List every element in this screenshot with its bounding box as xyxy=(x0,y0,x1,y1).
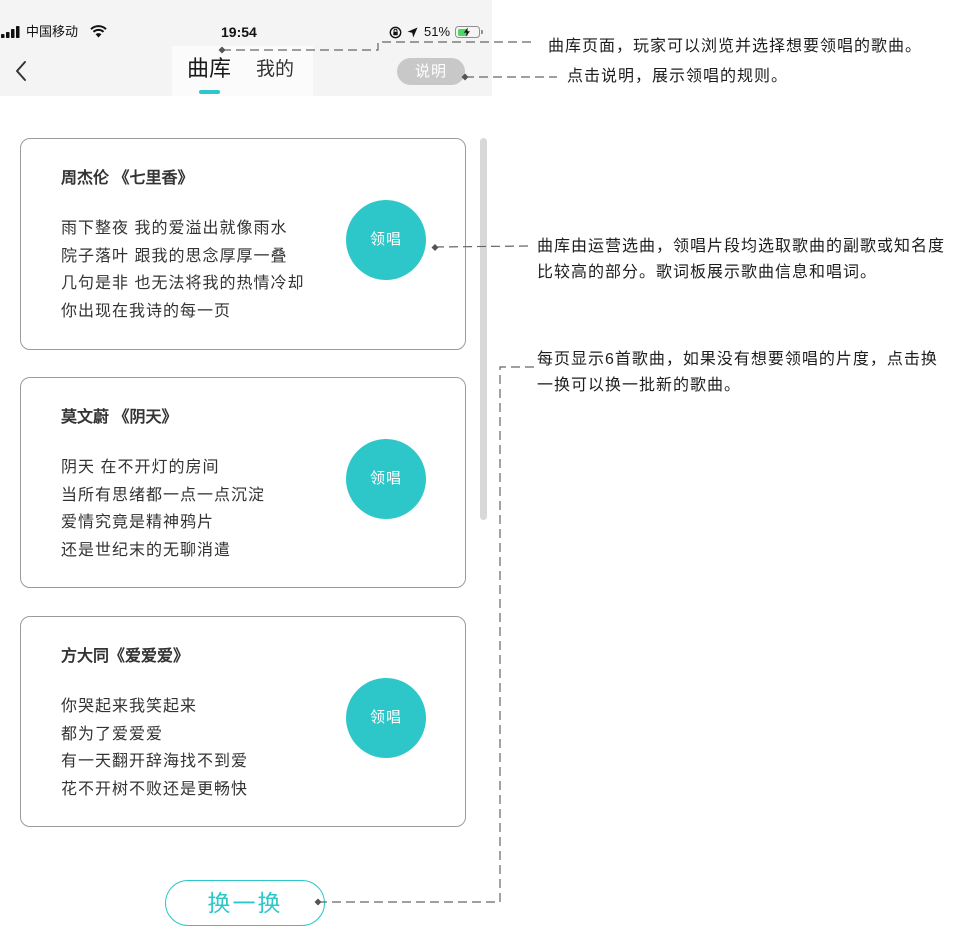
chevron-left-icon xyxy=(16,61,26,81)
song-lyrics: 雨下整夜 我的爱溢出就像雨水 院子落叶 跟我的思念厚厚一叠 几句是非 也无法将我… xyxy=(61,215,304,325)
song-card: 周杰伦 《七里香》 雨下整夜 我的爱溢出就像雨水 院子落叶 跟我的思念厚厚一叠 … xyxy=(20,138,466,350)
lyric-line: 院子落叶 跟我的思念厚厚一叠 xyxy=(61,247,288,265)
carrier-name: 中国移动 xyxy=(26,24,79,39)
active-tab-indicator xyxy=(199,90,220,94)
lead-sing-label: 领唱 xyxy=(369,231,402,248)
location-arrow-icon xyxy=(407,27,418,38)
tab-label: 曲库 xyxy=(186,56,231,81)
refresh-button-label: 换一换 xyxy=(207,890,283,916)
lyric-line: 你出现在我诗的每一页 xyxy=(61,302,232,320)
back-button[interactable] xyxy=(8,56,34,86)
battery-nub xyxy=(481,30,483,34)
song-title: 周杰伦 《七里香》 xyxy=(61,170,194,187)
battery-percentage: 51% xyxy=(424,24,451,39)
lead-sing-label: 领唱 xyxy=(369,709,402,726)
lyric-line: 几句是非 也无法将我的热情冷却 xyxy=(61,275,305,292)
wifi-icon xyxy=(90,25,107,38)
lead-sing-label: 领唱 xyxy=(369,470,402,487)
lyric-line: 还是世纪末的无聊消遣 xyxy=(61,541,232,559)
annotation-help: 点击说明，展示领唱的规则。 xyxy=(567,64,788,90)
song-lyrics: 你哭起来我笑起来 都为了爱爱爱 有一天翻开辞海找不到爱 花不开树不败还是更畅快 xyxy=(61,693,248,803)
annotation-line: 曲库由运营选曲，领唱片段均选取歌曲的副歌或知名度 xyxy=(537,238,946,255)
lyric-line: 当所有思绪都一点一点沉淀 xyxy=(61,486,266,504)
status-time: 19:54 xyxy=(221,24,257,40)
refresh-songs-button[interactable]: 换一换 xyxy=(165,880,325,926)
lyric-line: 雨下整夜 我的爱溢出就像雨水 xyxy=(61,220,288,237)
tab-mine[interactable]: 我的 xyxy=(255,54,295,96)
lyric-line: 有一天翻开辞海找不到爱 xyxy=(61,753,249,770)
song-lyrics: 阴天 在不开灯的房间 当所有思绪都一点一点沉淀 爱情究竟是精神鸦片 还是世纪末的… xyxy=(61,454,265,564)
battery-charging-icon xyxy=(455,26,480,38)
song-title: 方大同《爱爱爱》 xyxy=(61,648,190,665)
battery-level-fill xyxy=(457,28,468,36)
lyric-line: 都为了爱爱爱 xyxy=(61,725,164,743)
lead-sing-button[interactable]: 领唱 xyxy=(346,678,426,758)
signal-bars-icon xyxy=(1,26,20,38)
annotation-line: 比较高的部分。歌词板展示歌曲信息和唱词。 xyxy=(537,264,878,281)
annotation-song-library: 曲库页面，玩家可以浏览并选择想要领唱的歌曲。 xyxy=(548,34,922,60)
help-button-label: 说明 xyxy=(414,62,447,80)
annotation-line: 一换可以换一批新的歌曲。 xyxy=(537,377,742,394)
lyric-line: 你哭起来我笑起来 xyxy=(61,698,198,715)
song-card: 方大同《爱爱爱》 你哭起来我笑起来 都为了爱爱爱 有一天翻开辞海找不到爱 花不开… xyxy=(20,616,466,827)
lead-sing-button[interactable]: 领唱 xyxy=(346,439,426,519)
song-card: 莫文蔚 《阴天》 阴天 在不开灯的房间 当所有思绪都一点一点沉淀 爱情究竟是精神… xyxy=(20,377,466,588)
annotation-refresh: 每页显示6首歌曲，如果没有想要领唱的片度，点击换 一换可以换一批新的歌曲。 xyxy=(537,347,938,399)
rotation-lock-icon xyxy=(389,26,402,39)
lyric-line: 爱情究竟是精神鸦片 xyxy=(61,514,215,531)
tab-label: 我的 xyxy=(255,59,294,80)
tab-song-library[interactable]: 曲库 xyxy=(186,54,232,96)
annotation-line: 每页显示6首歌曲，如果没有想要领唱的片度，点击换 xyxy=(537,351,938,368)
charging-bolt-icon xyxy=(463,27,470,37)
annotation-song-card: 曲库由运营选曲，领唱片段均选取歌曲的副歌或知名度 比较高的部分。歌词板展示歌曲信… xyxy=(537,234,945,286)
help-button[interactable]: 说明 xyxy=(397,58,465,85)
lyric-line: 阴天 在不开灯的房间 xyxy=(61,459,220,476)
lead-sing-button[interactable]: 领唱 xyxy=(346,200,426,280)
song-list-scrollbar[interactable] xyxy=(480,138,487,520)
lyric-line: 花不开树不败还是更畅快 xyxy=(61,780,249,798)
annotation-line: 曲库页面，玩家可以浏览并选择想要领唱的歌曲。 xyxy=(548,38,923,55)
song-title: 莫文蔚 《阴天》 xyxy=(61,409,178,426)
tab-bar-background xyxy=(172,46,313,96)
annotation-line: 点击说明，展示领唱的规则。 xyxy=(567,68,789,85)
